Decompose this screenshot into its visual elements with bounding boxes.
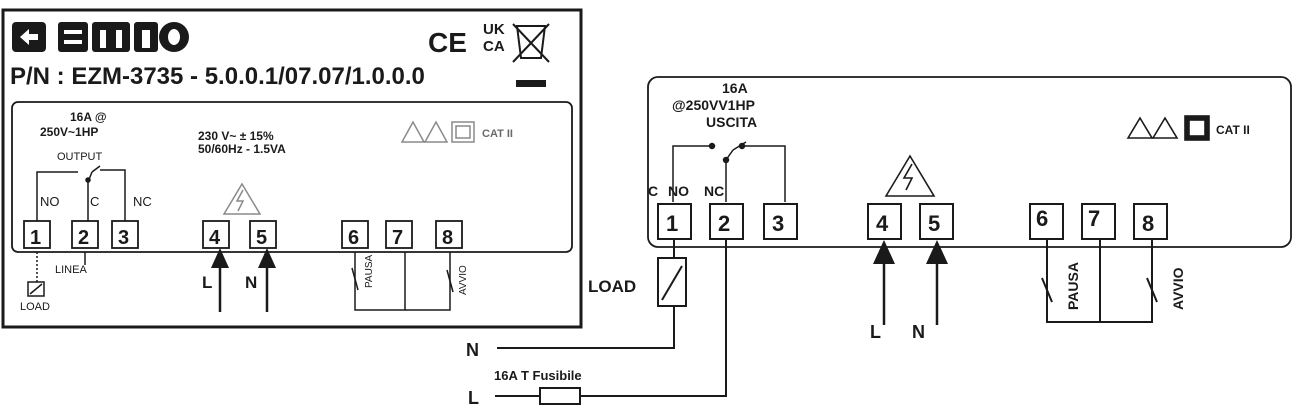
right-terminal-3 [763, 203, 798, 240]
left-n-label: N [245, 273, 257, 292]
right-warning-icons [1126, 115, 1210, 141]
left-cat-label: CAT II [482, 128, 513, 140]
left-linea-label: LINEA [55, 264, 87, 276]
wiring-n-label: N [466, 340, 479, 360]
right-arrow-l [873, 240, 895, 264]
left-supply-2: 50/60Hz - 1.5VA [198, 142, 286, 156]
right-lower-wiring [495, 239, 1158, 405]
right-relay-rating-1: 16A [722, 80, 748, 96]
right-terminal-4 [867, 203, 902, 240]
left-terminal-3-label: 3 [118, 227, 129, 249]
left-output-label: OUTPUT [57, 151, 103, 163]
right-terminal-1 [657, 203, 692, 240]
right-terminal-7-label: 7 [1088, 206, 1100, 231]
right-load-label: LOAD [588, 277, 636, 296]
left-terminal-4-label: 4 [209, 227, 221, 249]
left-inner-panel [11, 101, 573, 253]
right-relay-lines [672, 141, 786, 202]
left-label-frame [1, 8, 583, 329]
left-terminal-4 [202, 220, 230, 249]
left-l-label: L [202, 273, 212, 292]
wiring-l-label: L [468, 388, 479, 408]
left-terminal-2 [71, 220, 99, 249]
left-pausa-label: PAUSA [364, 255, 375, 288]
right-contact-no: NO [668, 183, 689, 199]
left-terminal-1 [23, 220, 51, 249]
left-terminal-8-label: 8 [442, 227, 453, 249]
left-warning-icons [400, 120, 475, 143]
left-lower-wiring [27, 252, 454, 312]
right-terminal-1-label: 1 [666, 211, 678, 236]
left-arrow-l [211, 248, 229, 268]
right-contact-c: C [648, 183, 658, 199]
right-arrow-n [926, 240, 948, 264]
left-terminal-7-label: 7 [392, 227, 403, 249]
ukca-mark-bottom: CA [483, 38, 505, 55]
left-terminal-6-label: 6 [348, 227, 359, 249]
weee-bin-icon [512, 23, 550, 87]
ce-mark: CE [428, 27, 467, 58]
left-relay-rating-1: 16A @ [70, 110, 107, 124]
right-terminal-2 [709, 203, 744, 240]
left-terminal-6 [341, 220, 369, 249]
left-terminal-7 [385, 220, 413, 249]
left-terminal-block [23, 220, 463, 249]
right-n-label: N [912, 322, 925, 342]
left-contact-c: C [90, 194, 99, 209]
left-contact-no: NO [40, 194, 60, 209]
left-relay-rating-2: 250V~1HP [40, 125, 98, 139]
right-uscita-label: USCITA [706, 114, 757, 130]
right-terminal-5 [919, 203, 954, 240]
right-avvio-label: AVVIO [1170, 267, 1186, 310]
right-terminal-5-label: 5 [928, 211, 940, 236]
left-supply-1: 230 V~ ± 15% [198, 129, 274, 143]
right-terminal-block [657, 203, 1168, 240]
right-terminal-3-label: 3 [772, 211, 784, 236]
left-avvio-label: AVVIO [458, 265, 469, 295]
left-terminal-8 [435, 220, 463, 249]
right-terminal-2-label: 2 [718, 211, 730, 236]
right-terminal-6-label: 6 [1036, 206, 1048, 231]
right-l-label: L [870, 322, 881, 342]
left-load-label: LOAD [20, 301, 50, 313]
right-lightning-icon [884, 154, 936, 197]
left-arrow-n [258, 248, 276, 268]
right-cat-label: CAT II [1216, 123, 1250, 137]
left-relay-lines [36, 165, 126, 223]
right-terminal-4-label: 4 [876, 211, 889, 236]
right-contact-nc: NC [704, 183, 724, 199]
fuse-label: 16A T Fusibile [494, 368, 582, 383]
right-terminal-8 [1133, 203, 1168, 240]
left-terminal-2-label: 2 [78, 227, 89, 249]
right-terminal-8-label: 8 [1142, 211, 1154, 236]
right-device-frame [647, 76, 1292, 248]
emko-logo [12, 22, 189, 52]
left-terminal-3 [111, 220, 139, 249]
left-terminal-5 [249, 220, 277, 249]
part-number: P/N : EZM-3735 - 5.0.0.1/07.07/1.0.0.0 [10, 63, 425, 90]
left-lightning-icon [222, 182, 262, 215]
left-terminal-1-label: 1 [30, 227, 41, 249]
left-contact-nc: NC [133, 194, 152, 209]
right-relay-rating-2: @250VV1HP [672, 97, 755, 113]
right-terminal-7 [1081, 203, 1116, 240]
ukca-mark-top: UK [483, 21, 505, 38]
left-terminal-5-label: 5 [256, 227, 267, 249]
right-pausa-label: PAUSA [1065, 262, 1081, 310]
